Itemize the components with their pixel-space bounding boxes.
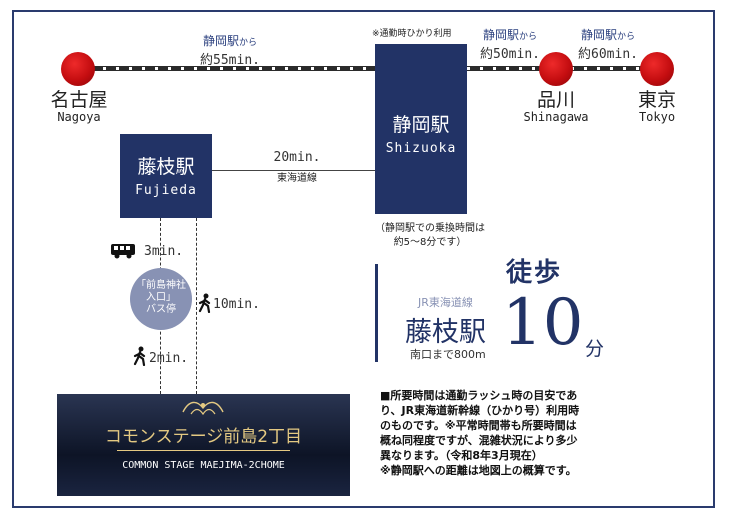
note-line: ※静岡駅への距離は地図上の概算です。 [380, 464, 577, 477]
segment-duration: 約60min. [578, 47, 638, 62]
segment-fujieda-shizuoka: 20min. 東海道線 [252, 150, 342, 184]
transfer-note: （静岡駅での乗換時間は 約5～8分です） [360, 222, 500, 250]
shizuoka-name-ja: 静岡駅 [392, 114, 450, 136]
walk-short-duration: 2min. [149, 351, 189, 366]
segment-from: 静岡駅 [202, 34, 239, 48]
note-line: 概ね同程度ですが、混雑状況により多少 [380, 434, 578, 447]
nagoya-name-en: Nagoya [57, 110, 101, 124]
tokyo-label: 東京 Tokyo [622, 90, 692, 124]
segment-from: 静岡駅 [482, 28, 519, 42]
walk-long-duration: 10min. [213, 297, 260, 312]
segment-duration: 約50min. [480, 47, 540, 62]
fujieda-station-box: 藤枝駅 Fujieda [120, 134, 212, 218]
segment-from: 静岡駅 [580, 28, 617, 42]
transfer-note-line2: 約5～8分です） [393, 237, 467, 248]
segment-duration: 20min. [273, 150, 321, 165]
bus-stop-circle: 「前島神社 入口」 バス停 [130, 268, 192, 330]
segment-line-name: 東海道線 [277, 173, 317, 184]
note-line: り、JR東海道新幹線（ひかり号）利用時 [380, 404, 580, 417]
shinagawa-station-marker [539, 52, 573, 86]
map-frame [12, 10, 715, 508]
destination-name-ja: コモンステージ前島2丁目 [104, 427, 303, 447]
note-line: のものです。※平常時間帯も所要時間は [380, 419, 577, 432]
walk-label: 徒歩 [506, 258, 563, 288]
shizuoka-hikari-note: ※通勤時ひかり利用 [372, 29, 452, 39]
ornament-icon [182, 401, 224, 416]
tokaido-line [212, 170, 375, 171]
note-line: ■所要時間は通勤ラッシュ時の目安であ [380, 389, 578, 402]
walk-minutes-unit: 分 [585, 338, 605, 360]
fujieda-name-en: Fujieda [135, 183, 197, 198]
transfer-note-line1: （静岡駅での乗換時間は [375, 223, 485, 234]
shinagawa-name-ja: 品川 [536, 89, 575, 111]
shinkansen-rail [80, 66, 660, 71]
walk-minutes: 10 [502, 286, 584, 360]
nagoya-name-ja: 名古屋 [50, 89, 108, 111]
destination-divider [117, 450, 290, 451]
bus-icon [111, 244, 135, 259]
walking-person-icon [198, 293, 211, 313]
nagoya-station-marker [61, 52, 95, 86]
segment-from-suffix: から [617, 32, 636, 42]
bus-stop-line2: 入口」 [146, 292, 176, 303]
tokyo-name-en: Tokyo [638, 110, 676, 124]
walk-exit-distance: 南口まで800m [410, 348, 486, 361]
tokyo-station-marker [640, 52, 674, 86]
segment-from-suffix: から [239, 38, 258, 48]
shizuoka-station-box: 静岡駅 Shizuoka [375, 44, 467, 214]
shinagawa-name-en: Shinagawa [523, 110, 589, 124]
shinagawa-label: 品川 Shinagawa [512, 90, 600, 124]
tokyo-name-ja: 東京 [637, 89, 676, 111]
segment-duration: 約55min. [200, 53, 260, 68]
bus-stop-line1: 「前島神社 [136, 280, 186, 291]
note-line: 異なります。（令和8年3月現在） [380, 449, 543, 462]
walking-panel-divider [375, 264, 378, 362]
bus-stop-line3: バス停 [146, 304, 176, 315]
segment-nagoya-shizuoka: 静岡駅から 約55min. [170, 32, 290, 68]
shizuoka-name-en: Shizuoka [385, 141, 457, 156]
notes-block: ■所要時間は通勤ラッシュ時の目安であ り、JR東海道新幹線（ひかり号）利用時 の… [380, 388, 710, 478]
nagoya-label: 名古屋 Nagoya [40, 90, 118, 124]
destination-banner: コモンステージ前島2丁目 COMMON STAGE MAEJIMA-2CHOME [57, 394, 350, 496]
walk-station-name: 藤枝駅 [405, 317, 486, 348]
bus-duration: 3min. [144, 244, 184, 259]
walk-route-line [196, 218, 197, 394]
segment-shizuoka-shinagawa: 静岡駅から 約50min. [474, 26, 546, 62]
walk-line-name: JR東海道線 [418, 296, 473, 309]
segment-from-suffix: から [519, 32, 538, 42]
segment-shinagawa-tokyo: 静岡駅から 約60min. [572, 26, 644, 62]
walking-person-icon [133, 346, 146, 366]
fujieda-name-ja: 藤枝駅 [137, 156, 195, 178]
destination-name-en: COMMON STAGE MAEJIMA-2CHOME [122, 460, 285, 471]
